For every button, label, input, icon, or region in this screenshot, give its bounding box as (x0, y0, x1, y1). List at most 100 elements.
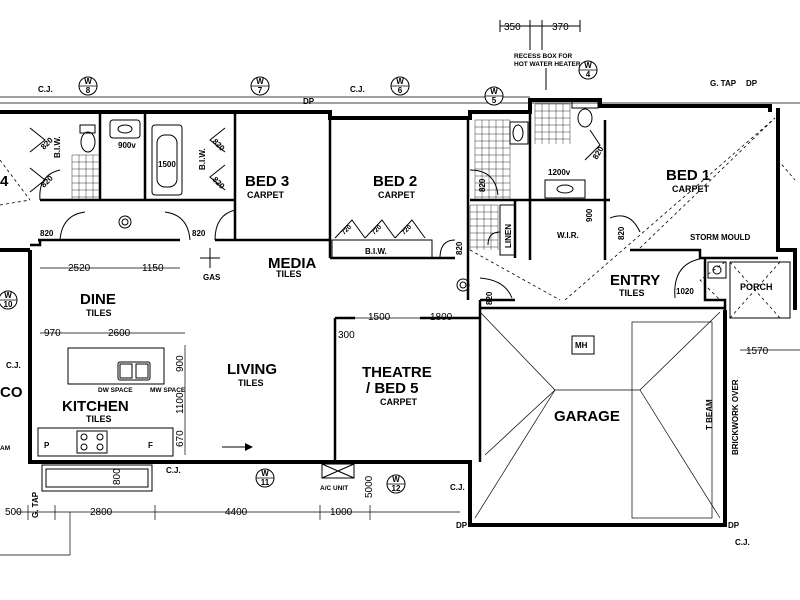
dimension-1000: 1000 (330, 507, 353, 518)
room-theatre-name-2: / BED 5 (366, 380, 419, 397)
window-ref-11: W11 (255, 468, 275, 488)
room-theatre-finish: CARPET (380, 397, 418, 407)
room-theatre-name: THEATRE (362, 364, 432, 381)
window-ref-6: W6 (390, 76, 410, 96)
door-820-bed2: 820 (455, 241, 464, 255)
room-living-finish: TILES (238, 378, 264, 388)
dimension-370: 370 (552, 22, 569, 33)
dimension-1570: 1570 (746, 346, 769, 357)
room-bed4-partial: 4 (0, 173, 9, 190)
dp-label-3: DP (456, 521, 468, 530)
window-ref-number: 11 (261, 478, 270, 487)
window-ref-number: 12 (392, 484, 401, 493)
robe-door-820-c: 820 (211, 137, 227, 153)
robe-door-820-b: 820 (39, 173, 55, 189)
room-kitchen-finish: TILES (86, 414, 112, 424)
room-dine-finish: TILES (86, 308, 112, 318)
ensuite-fixtures: 1200v 820 820 LINEN W.I.R. 900 820 (469, 99, 641, 256)
dimension-2520: 2520 (68, 263, 91, 274)
dimension-500: 500 (5, 507, 22, 518)
kitchen-fixtures: DW SPACE MW SPACE P F (37, 347, 186, 492)
bath-size-1500: 1500 (158, 160, 176, 169)
dimension-4400: 4400 (225, 507, 248, 518)
bathroom-fixtures-left: 900v 1500 B.I.W. B.I.W. (39, 119, 236, 241)
entry-porch: 1020 820 (479, 257, 781, 319)
dimension-300: 300 (338, 330, 355, 341)
room-alfresco-partial: CO (0, 384, 23, 401)
beam-partial-label: AM (0, 445, 10, 452)
window-ref-number: 8 (86, 86, 91, 95)
cj-label-3: C.J. (166, 466, 181, 475)
window-ref-code: W (396, 77, 404, 86)
dimension-1500: 1500 (368, 312, 391, 323)
wir-size-900: 900 (585, 208, 594, 222)
room-living-name: LIVING (227, 361, 277, 378)
exterior-walls (0, 98, 797, 527)
roof-hip-lines (0, 117, 796, 519)
robe-door-720-a: 720 (340, 224, 353, 237)
window-ref-8: W8 (78, 76, 98, 96)
vanity-size-900v: 900v (118, 141, 136, 150)
dimension-800: 800 (112, 468, 123, 485)
storm-mould-label: STORM MOULD (690, 233, 751, 242)
door-swing-entry (674, 257, 706, 299)
room-porch-name: PORCH (740, 282, 773, 292)
door-820-bed3: 820 (192, 229, 206, 238)
smoke-detector-icon-2 (456, 278, 470, 292)
bed2-robe: 720 720 720 B.I.W. 820 (331, 219, 464, 259)
biw-right: B.I.W. (198, 148, 207, 170)
room-bed3-finish: CARPET (247, 190, 285, 200)
mw-space: MW SPACE (150, 387, 186, 394)
t-beam-label: T BEAM (705, 399, 714, 430)
manhole-icon (571, 335, 595, 355)
cj-label-2: C.J. (350, 85, 365, 94)
window-ref-code: W (261, 469, 269, 478)
door-swing-linen (487, 231, 501, 246)
door-820-ensuite: 820 (478, 178, 487, 192)
room-bed3-name: BED 3 (245, 173, 289, 190)
outer-reference-lines (0, 96, 800, 556)
window-ref-5: W5 (484, 86, 504, 106)
door-820-bed1: 820 (617, 226, 626, 240)
sliding-door-arrow (222, 443, 253, 451)
dimension-1150: 1150 (142, 263, 164, 274)
vanity-size-1200v: 1200v (548, 168, 571, 177)
recess-box-label-1: RECESS BOX FOR (514, 53, 572, 60)
door-swing-bed3 (164, 211, 191, 241)
bed2-biw-label: B.I.W. (365, 247, 387, 256)
door-swing-bath (59, 211, 86, 241)
smoke-detector-icon (118, 215, 132, 229)
dimension-900: 900 (175, 355, 186, 372)
dp-label-1: DP (303, 97, 315, 106)
manhole-label: MH (575, 341, 588, 350)
window-ref-code: W (256, 77, 264, 86)
window-ref-4: W4 (578, 60, 598, 80)
room-entry-finish: TILES (619, 288, 645, 298)
cj-label-5: C.J. (735, 538, 750, 547)
top-dimension-line: 350 370 (499, 20, 581, 50)
dimension-1800: 1800 (430, 312, 453, 323)
pantry-label: P (44, 441, 50, 450)
room-dine-name: DINE (80, 291, 116, 308)
window-ref-number: 10 (4, 300, 13, 309)
robe-door-720-c: 720 (400, 224, 413, 237)
kitchen-vertical-dimension: 900 1100 670 800 (112, 345, 186, 485)
dp-label-2: DP (746, 79, 758, 88)
window-ref-7: W7 (250, 76, 270, 96)
door-820-garage: 820 (485, 291, 494, 305)
window-ref-number: 5 (492, 96, 497, 105)
window-ref-10: W10 (0, 290, 18, 310)
door-swing-ensuite (469, 169, 499, 196)
window-ref-number: 6 (398, 86, 403, 95)
window-ref-number: 7 (258, 86, 263, 95)
cj-label-6: C.J. (6, 361, 21, 370)
dimension-5000: 5000 (364, 475, 375, 498)
g-tap-label-1: G. TAP (710, 79, 737, 88)
dimension-1100: 1100 (175, 392, 186, 414)
room-garage-name: GARAGE (554, 408, 620, 425)
window-ref-12: W12 (386, 474, 406, 494)
entry-door-1020: 1020 (676, 287, 694, 296)
dimension-2800: 2800 (90, 507, 113, 518)
